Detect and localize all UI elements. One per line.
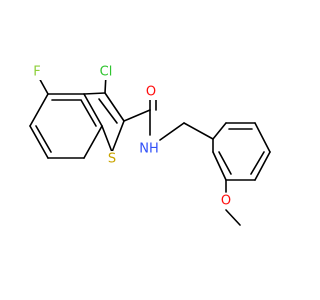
bond: [35, 125, 52, 153]
bond: [29, 125, 49, 159]
bond: [254, 122, 271, 153]
bond: [212, 122, 227, 140]
bond: [218, 151, 232, 175]
bond: [111, 120, 125, 153]
phenyl-ring: [212, 122, 271, 181]
atom-o-carbonyl-label: O: [146, 85, 156, 100]
atom-o-carbonyl: O: [144, 84, 158, 100]
bond: [80, 99, 97, 127]
bond: [29, 93, 49, 127]
molecule-structure: F Cl S O NH O: [29, 64, 271, 226]
benzo-ring: [29, 93, 103, 159]
bond: [83, 93, 103, 127]
bond: [254, 151, 271, 181]
bond-c-carbonyl: [123, 109, 151, 122]
atom-cl: Cl: [97, 64, 115, 80]
bond: [83, 125, 103, 159]
bond: [83, 92, 106, 95]
bond: [250, 151, 265, 175]
atom-o-methoxy: O: [219, 193, 233, 209]
bond: [212, 151, 227, 181]
thiophene-ring: [83, 92, 125, 153]
atom-f: F: [30, 64, 44, 80]
atom-s: S: [106, 151, 118, 167]
atom-o-methoxy-label: O: [221, 194, 231, 209]
atom-cl-label: Cl: [100, 65, 113, 80]
bond-n-ch2: [159, 122, 185, 141]
atom-s-label: S: [108, 152, 116, 167]
bond: [104, 92, 125, 122]
bond-ch2-ch2: [183, 122, 214, 140]
bond-o-ch3: [225, 209, 241, 226]
bond: [98, 98, 118, 124]
atom-nh-label: NH: [139, 142, 159, 157]
bond: [101, 125, 113, 153]
atom-nh: NH: [138, 141, 160, 157]
atom-f-label: F: [33, 65, 40, 80]
